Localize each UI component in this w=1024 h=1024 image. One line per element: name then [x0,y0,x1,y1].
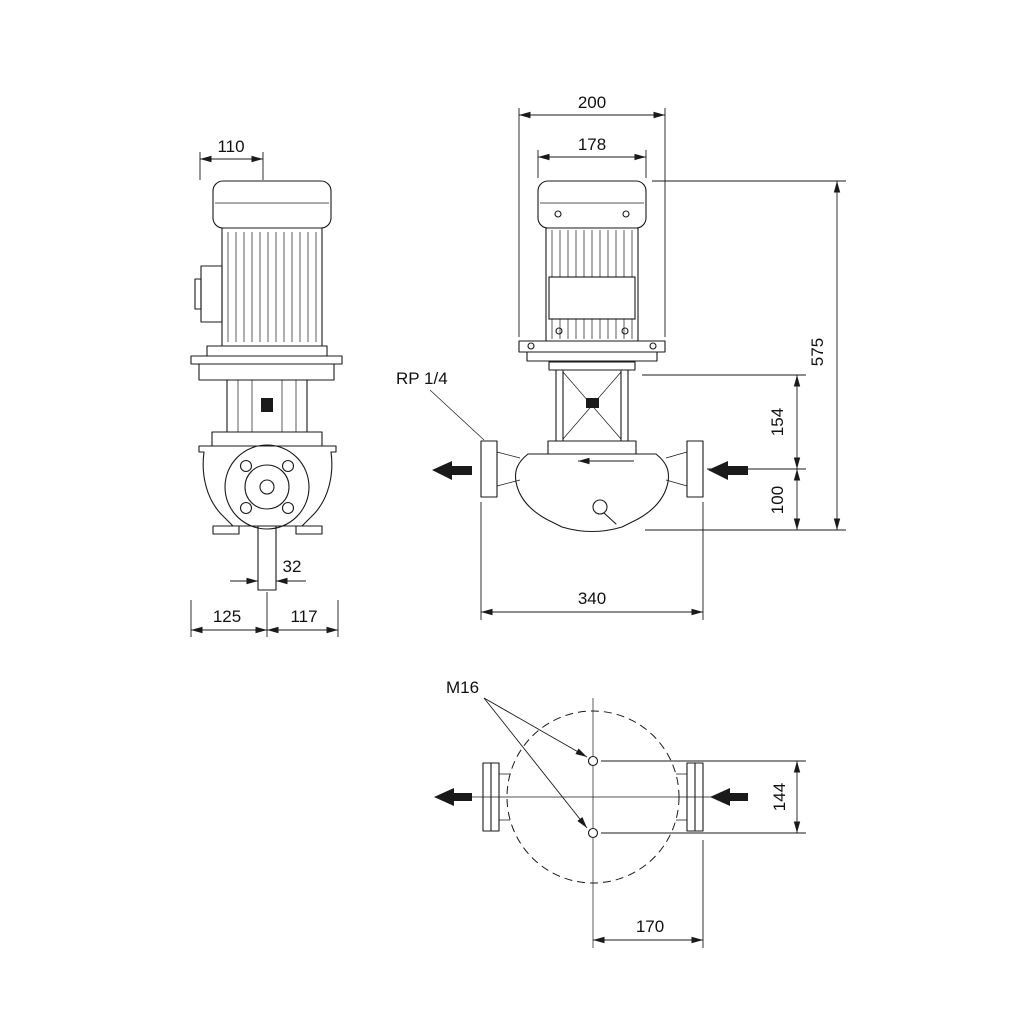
dim-144: 144 [601,760,806,834]
seal-housing [211,431,323,447]
terminal-box [200,265,223,323]
dim-154-100: 154 100 [642,374,806,530]
motor-front [518,180,666,362]
volute-front [480,440,704,533]
flow-in-arrow [708,461,748,480]
dim-label-178: 178 [578,135,606,154]
drain-plug [592,499,608,515]
motor-side [190,180,343,381]
bolt-hole [281,501,295,515]
dim-label-110: 110 [217,137,244,156]
pump-lantern-side [211,379,323,447]
dim-label-117: 117 [290,607,317,626]
front-view: RP 1/4 200 178 575 154 100 [396,93,846,620]
dim-178: 178 [537,135,647,178]
dim-label-154: 154 [768,408,787,436]
dim-label-125: 125 [213,607,241,626]
bolt-hole-top [587,755,599,767]
dim-label-170: 170 [636,917,664,936]
suction-flange [480,440,498,498]
bottom-port-pipe [257,525,277,591]
cooling-fins [227,232,317,342]
foot [212,525,240,535]
bolt-hole [239,459,253,473]
dim-32: 32 [230,557,306,585]
dim-170: 170 [593,840,704,948]
fan-cover [537,180,647,229]
plan-flanges [482,762,704,832]
seal-housing [547,440,637,455]
dim-label-100: 100 [768,486,787,514]
motor-flange [518,340,666,353]
dim-label-575: 575 [808,338,827,366]
flow-out-arrow [432,461,472,480]
bolt-hole-bottom [587,827,599,839]
nameplate [548,276,636,320]
shaft-window [261,398,273,412]
dim-575: 575 [645,180,846,531]
bolt-size-label: M16 [446,678,588,829]
bolt-size-text: M16 [446,678,479,697]
pump-lantern-front [547,361,637,455]
dim-340: 340 [480,502,704,620]
dim-label-200: 200 [578,93,606,112]
flow-out-arrow-plan [434,788,472,806]
motor-flange [190,355,343,365]
bolt-hole [239,501,253,515]
foot [295,525,323,535]
tapping-label-text: RP 1/4 [396,369,448,388]
discharge-flange [686,440,704,498]
dim-200: 200 [518,93,666,337]
flow-in-arrow-plan [710,788,748,806]
dim-label-32: 32 [283,557,302,576]
dim-label-144: 144 [770,783,789,811]
port-flange-face [224,444,310,530]
dim-label-340: 340 [578,589,606,608]
dim-110: 110 [199,137,264,180]
motor-body [221,227,323,347]
bolt-hole [281,459,295,473]
plan-view: M16 144 170 [434,678,806,948]
side-view: 110 32 125 117 [190,137,343,637]
tapping-label: RP 1/4 [396,369,485,441]
fan-cover [212,180,332,229]
volute-side [198,444,337,591]
dim-125-117: 125 117 [190,592,339,637]
